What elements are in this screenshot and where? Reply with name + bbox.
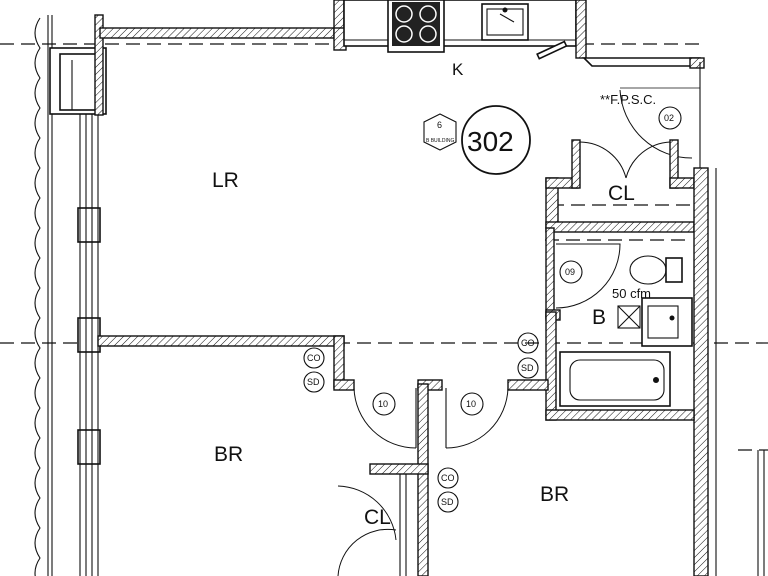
smoke-detector-1: SD	[303, 371, 325, 393]
bedroom-left-label: BR	[214, 443, 243, 466]
fan-label: 50 cfm	[612, 286, 651, 301]
right-edge-wall	[757, 450, 765, 576]
closet-top-label: CL	[608, 182, 635, 205]
smoke-detector-2: SD	[517, 357, 539, 379]
bath-label: B	[592, 306, 606, 329]
lower-closet	[337, 474, 407, 576]
window-wall	[49, 14, 107, 576]
svg-text:CO: CO	[441, 473, 455, 483]
svg-text:CO: CO	[521, 338, 535, 348]
unit-number-bubble	[461, 105, 531, 175]
svg-text:02: 02	[664, 113, 674, 123]
svg-text:CO: CO	[307, 353, 321, 363]
bedroom-doors	[353, 379, 509, 576]
bath-door-tag	[559, 260, 583, 284]
top-wall	[99, 0, 347, 51]
svg-text:SD: SD	[441, 497, 454, 507]
living-room-label: LR	[212, 169, 239, 192]
kitchen-label: K	[452, 60, 464, 79]
svg-text:B BUILDING: B BUILDING	[426, 138, 454, 144]
co-detector-2: CO	[517, 332, 539, 354]
middle-partition	[97, 335, 549, 391]
kitchen-sink-icon	[481, 3, 529, 41]
bedroom-right-door-tag	[460, 392, 484, 416]
toilet-icon	[629, 255, 683, 285]
unit-number: 302	[467, 126, 514, 157]
bathroom	[545, 227, 695, 421]
svg-text:SD: SD	[307, 377, 320, 387]
right-exterior-wall	[693, 167, 709, 576]
bathtub-icon	[559, 351, 671, 407]
svg-text:09: 09	[565, 267, 575, 277]
building-tag: 6 B BUILDING	[423, 113, 457, 151]
co-detector-1: CO	[303, 347, 325, 369]
co-detector-3: CO	[437, 467, 459, 489]
fpsc-door-tag	[658, 106, 682, 130]
svg-text:10: 10	[466, 399, 476, 409]
fridge-door	[536, 40, 568, 60]
vanity-sink-icon	[641, 297, 693, 347]
fpsc-label: **F.P.S.C.	[600, 92, 656, 107]
svg-text:SD: SD	[521, 363, 534, 373]
stove-icon	[387, 0, 445, 53]
upper-right-walls	[582, 57, 705, 170]
bedroom-left-door-tag	[372, 392, 396, 416]
kitchen-counter	[343, 0, 587, 59]
smoke-detector-3: SD	[437, 491, 459, 513]
svg-text:10: 10	[378, 399, 388, 409]
svg-text:6: 6	[437, 120, 442, 130]
upper-closet	[545, 139, 695, 233]
exhaust-fan-icon	[617, 305, 641, 329]
exterior-curtain-wall	[34, 17, 41, 576]
bedroom-right-label: BR	[540, 483, 569, 506]
closet-bottom-label: CL	[364, 506, 391, 529]
